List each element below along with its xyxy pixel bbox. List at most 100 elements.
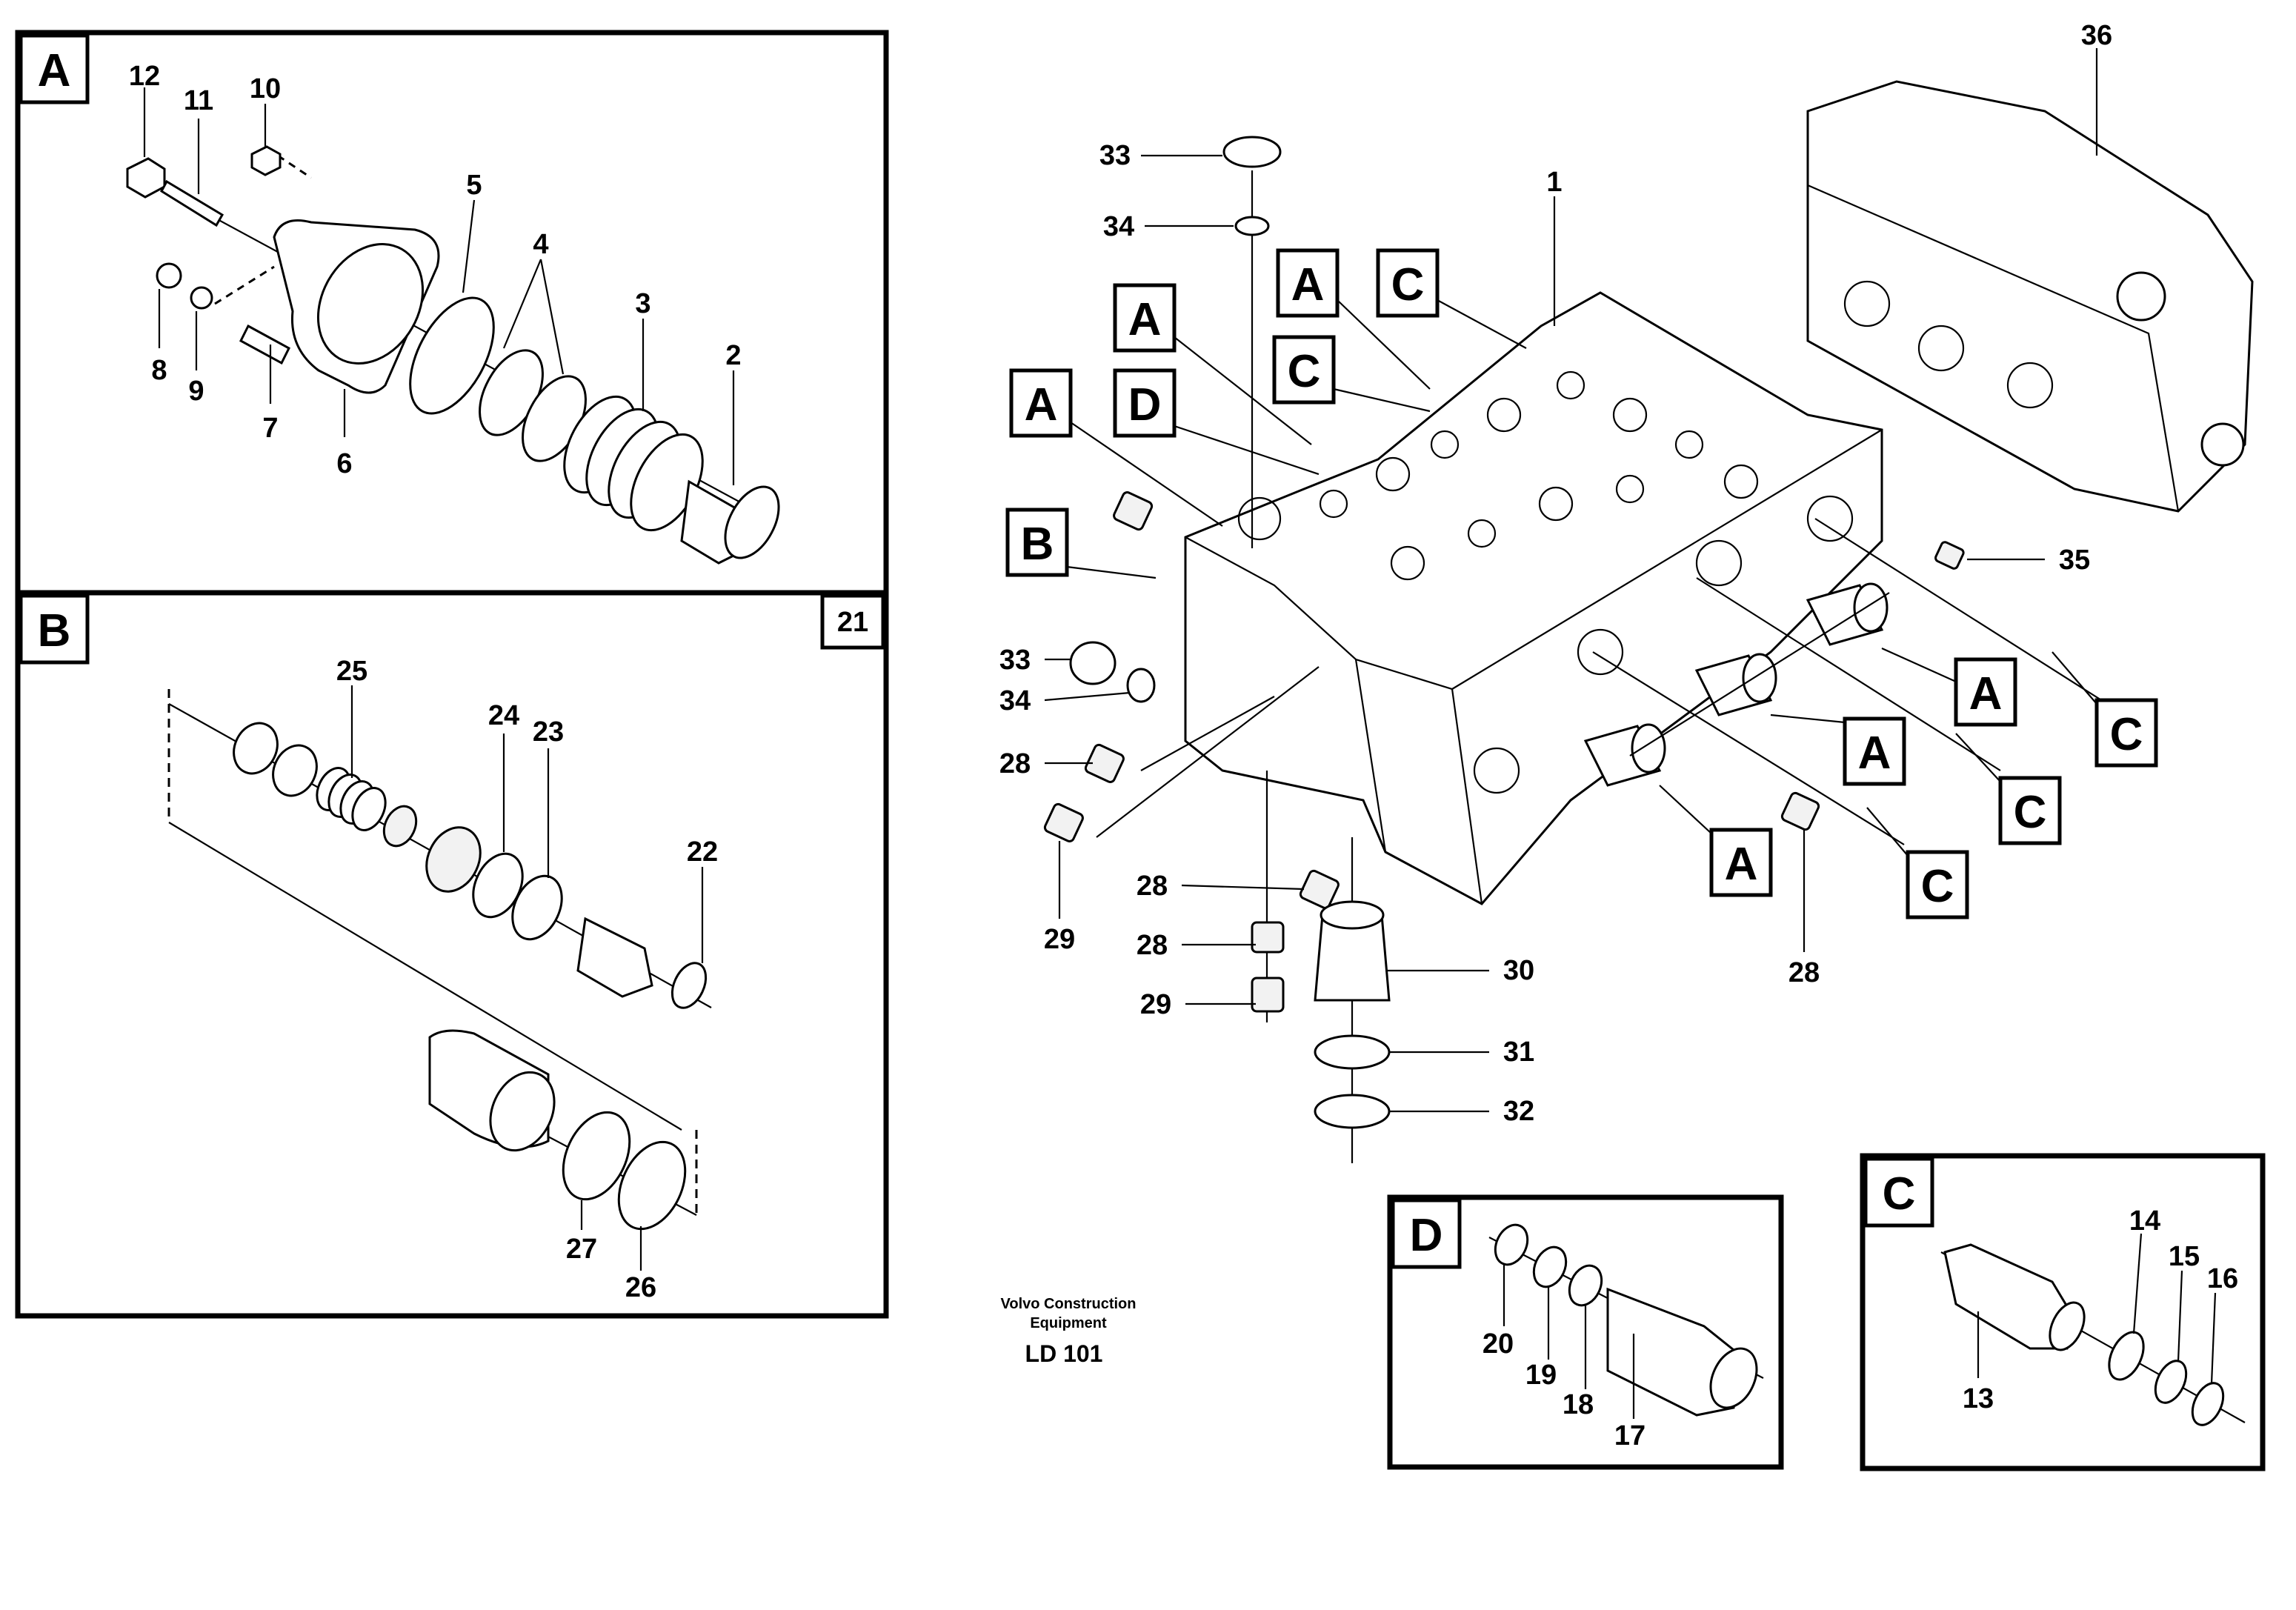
label-32: 32 — [1503, 1096, 1534, 1127]
o-ring-5 — [409, 296, 495, 415]
leader-28-b — [1181, 884, 1305, 891]
axis-port-a1 — [1629, 592, 1890, 756]
panel-c: C 14 15 16 13 — [1860, 1153, 2266, 1471]
o-ring-23 — [511, 874, 563, 941]
tag-c-right-1: C — [2110, 709, 2143, 760]
panel-b-tag-box — [19, 593, 90, 665]
valve-body-b — [576, 917, 653, 998]
label-8: 8 — [151, 355, 167, 386]
plug-28-b — [1299, 869, 1340, 909]
tag-a-upper: A — [1291, 259, 1325, 310]
valve-36-fitting-b — [2200, 422, 2245, 467]
cartridge-a-3 — [1806, 582, 1889, 646]
plug-28-a — [1084, 743, 1125, 783]
label-29-a: 29 — [1044, 924, 1075, 955]
washer-b1 — [233, 722, 279, 775]
label-2: 2 — [725, 340, 741, 371]
seal-31 — [1314, 1034, 1391, 1070]
cartridge-17 — [1606, 1287, 1743, 1417]
o-ring-18 — [1568, 1264, 1603, 1307]
o-ring-16 — [2191, 1382, 2225, 1426]
o-ring-19 — [1532, 1245, 1568, 1288]
cartridge-17-head — [1709, 1347, 1758, 1409]
tag-a-second: A — [1128, 294, 1162, 345]
callout-a-second: A — [1113, 283, 1312, 445]
label-36: 36 — [2081, 20, 2112, 51]
label-22: 22 — [687, 836, 718, 868]
valve-36-port-b — [1917, 325, 1965, 372]
panel-a-dash-lower — [214, 265, 275, 305]
callout-a-upper: A — [1276, 248, 1431, 390]
o-ring-14 — [2108, 1331, 2145, 1381]
label-9: 9 — [188, 376, 204, 407]
valve-36-fitting — [2116, 271, 2166, 322]
callout-c-right-3: C — [1866, 807, 1969, 919]
callout-a-third: A — [1009, 368, 1223, 527]
screw-7 — [239, 324, 290, 365]
washer-9 — [190, 286, 213, 310]
label-28-c: 28 — [1137, 930, 1168, 961]
label-30: 30 — [1503, 955, 1534, 986]
callout-a-right-1: A — [1881, 647, 2017, 727]
callout-c-second: C — [1272, 335, 1431, 413]
valve-assembly-36 — [1806, 80, 2254, 513]
nut-12 — [126, 157, 166, 199]
callout-a-right-2: A — [1770, 713, 1906, 786]
washer-b2 — [272, 744, 318, 797]
panel-a-tag-box — [19, 33, 90, 104]
label-35: 35 — [2059, 545, 2090, 576]
leader-16 — [2210, 1292, 2217, 1385]
cartridge-a-1 — [1583, 723, 1666, 787]
valve-block-side-edge — [1451, 688, 1483, 905]
label-31: 31 — [1503, 1037, 1534, 1068]
panel-a: A — [15, 30, 889, 596]
panel-d-tag-box — [1391, 1198, 1462, 1269]
plug-top-left — [1113, 491, 1154, 531]
panel-d-frame — [1387, 1194, 1784, 1470]
label-34-side: 34 — [999, 685, 1031, 716]
seat-b — [382, 805, 418, 848]
cartridge-a-2 — [1694, 653, 1777, 716]
axis-29-left — [1096, 666, 1320, 838]
leader-4b — [539, 259, 565, 375]
callout-b-main: B — [1005, 508, 1157, 579]
panel-b-tag: B — [38, 605, 71, 656]
label-5: 5 — [466, 170, 482, 201]
callout-c-right-2: C — [1955, 733, 2062, 845]
panel-b-connector — [168, 822, 682, 1131]
axis-port-c2 — [1696, 577, 2001, 771]
plug-30-top — [1320, 900, 1385, 930]
label-24: 24 — [488, 700, 519, 731]
credit-line-1: Volvo Construction — [1001, 1296, 1137, 1312]
valve-36-port-a — [1843, 280, 1891, 327]
callout-c-upper: C — [1376, 248, 1527, 349]
tag-d-main: D — [1128, 379, 1162, 430]
label-18: 18 — [1563, 1389, 1594, 1420]
valve-block-front-edge — [1354, 659, 1387, 853]
label-28-b: 28 — [1137, 871, 1168, 902]
valve-36-port-c — [2006, 362, 2054, 409]
credit-block: Volvo Construction Equipment LD 101 — [1001, 1296, 1137, 1367]
panel-a-tag: A — [38, 45, 71, 96]
leader-34-side — [1044, 691, 1131, 702]
label-1: 1 — [1546, 167, 1562, 198]
leader-15 — [2177, 1270, 2183, 1363]
label-13: 13 — [1963, 1383, 1994, 1414]
plug-28-c — [1251, 921, 1285, 954]
plug-35 — [1934, 541, 1965, 570]
credit-line-2: Equipment — [1030, 1315, 1107, 1331]
plug-33-top — [1222, 136, 1282, 168]
axis-port-c3 — [1814, 518, 2120, 712]
callout-d-main: D — [1113, 368, 1320, 476]
plug-29-b — [1251, 977, 1285, 1013]
label-15: 15 — [2169, 1241, 2200, 1272]
panel-b-corner-box — [820, 593, 885, 650]
label-6: 6 — [336, 448, 352, 479]
leader-14 — [2132, 1233, 2143, 1334]
o-ring-22 — [671, 962, 708, 1009]
stud-11 — [160, 179, 224, 227]
o-ring-26 — [617, 1140, 687, 1231]
label-27: 27 — [566, 1234, 597, 1265]
label-10: 10 — [250, 73, 281, 104]
